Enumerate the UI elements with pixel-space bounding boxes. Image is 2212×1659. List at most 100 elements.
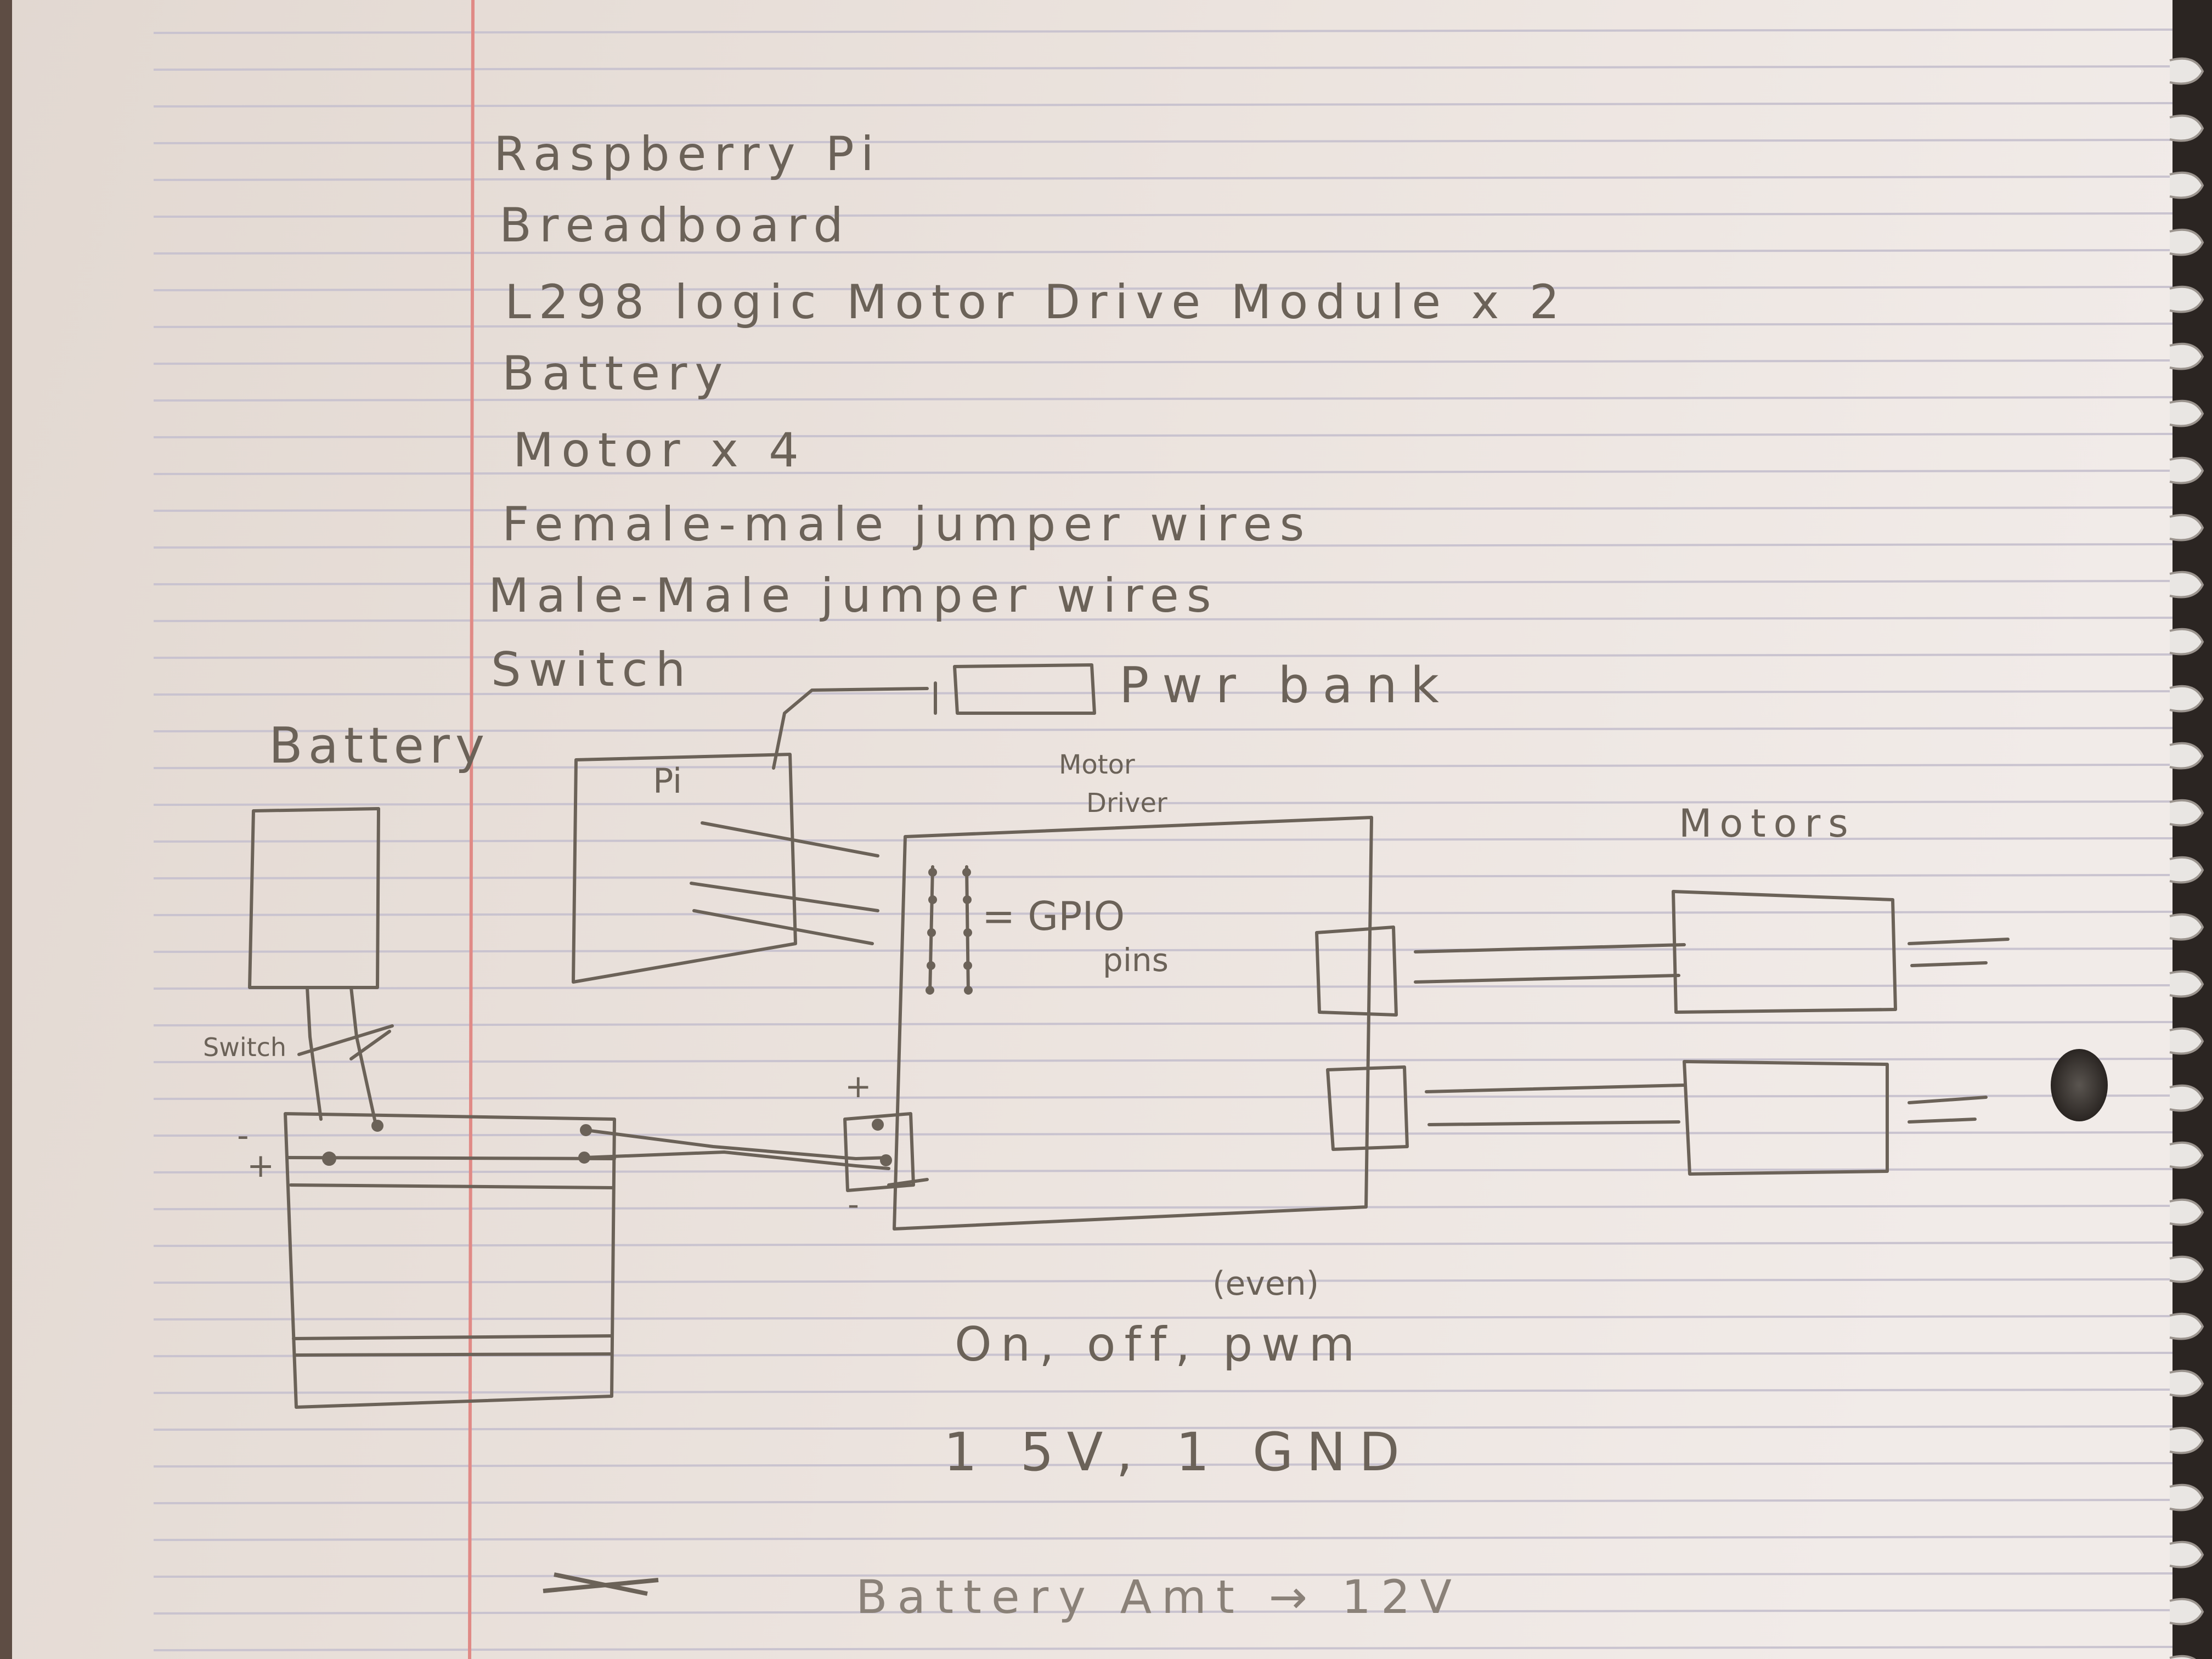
spiral-coil — [2169, 514, 2204, 541]
parts-list-item: Male-Male jumper wires — [488, 568, 1219, 623]
spiral-coil — [2169, 628, 2204, 656]
driver-minus-sign: - — [848, 1186, 859, 1223]
page-dark-edge-left — [0, 0, 12, 1659]
ruled-line — [153, 1609, 2173, 1615]
pi-gpio-wire — [692, 909, 874, 945]
breadboard-pin — [322, 1152, 336, 1166]
spiral-coil — [2169, 399, 2204, 427]
motor-driver-label: Motor — [1059, 749, 1135, 780]
margin-line — [468, 0, 475, 1659]
gpio-label: pins — [1103, 941, 1169, 979]
pi-gpio-wire — [701, 821, 879, 857]
spiral-coil — [2169, 228, 2204, 256]
spiral-coil — [2169, 685, 2204, 713]
ruled-line — [153, 1278, 2173, 1284]
notes: (even) On, off, pwm 1 5V, 1 GND Battery … — [543, 1265, 1462, 1624]
motor — [1683, 1060, 1889, 1176]
ruled-line — [153, 1021, 2173, 1026]
battery-label: Battery — [269, 717, 490, 775]
pi-label: Pi — [653, 761, 682, 801]
motor — [1672, 890, 1897, 1014]
spiral-coil — [2169, 913, 2204, 941]
spiral-coil — [2169, 114, 2204, 142]
ruled-line — [153, 800, 2173, 806]
spiral-coil — [2169, 456, 2204, 484]
parts-list-item: L298 logic Motor Drive Module x 2 — [505, 275, 1567, 330]
ruled-line — [153, 396, 2173, 402]
ruled-line — [153, 727, 2173, 732]
ruled-line — [153, 359, 2173, 365]
motor-shaft — [1910, 961, 1988, 967]
ruled-line — [153, 690, 2173, 696]
raspberry-pi — [572, 753, 797, 984]
spiral-coil — [2169, 970, 2204, 998]
driver-terminal-pin — [872, 1119, 884, 1131]
spiral-coil — [2169, 1312, 2204, 1340]
ruled-line — [153, 176, 2173, 181]
parts-list-item: Motor x 4 — [513, 423, 806, 478]
spiral-coil — [2169, 342, 2204, 370]
ruled-line — [153, 1315, 2173, 1321]
breadboard-plus-sign: + — [247, 1147, 274, 1185]
ruled-line — [153, 947, 2173, 953]
note-signals: On, off, pwm — [955, 1317, 1363, 1372]
driver-terminal-line — [887, 1178, 929, 1187]
spiral-binding — [2169, 57, 2204, 1659]
motors-label: Motors — [1679, 801, 1856, 846]
motor-output-terminal — [1315, 926, 1398, 1017]
ruled-line — [153, 911, 2173, 916]
spiral-coil — [2169, 1027, 2204, 1055]
parts-list-item: Female-male jumper wires — [502, 497, 1312, 552]
motor-wire — [1414, 943, 1686, 953]
battery-wire-a — [306, 986, 323, 1121]
ruled-line — [153, 102, 2173, 108]
spiral-coil — [2169, 1198, 2204, 1226]
motor-wire — [1414, 974, 1680, 984]
ruled-line — [153, 580, 2173, 585]
driver-plus-sign: + — [845, 1068, 872, 1105]
spiral-coil — [2169, 1426, 2204, 1454]
spiral-coil — [2169, 1084, 2204, 1112]
parts-list-item: Switch — [491, 642, 693, 697]
breadboard — [284, 1112, 616, 1409]
ruled-line — [153, 1572, 2173, 1578]
ruled-line — [153, 65, 2173, 71]
pi-power-cable — [772, 687, 929, 770]
note-power: 1 5V, 1 GND — [944, 1421, 1413, 1483]
breadboard-rail — [286, 1156, 616, 1160]
note-even: (even) — [1212, 1265, 1319, 1303]
note-battery: Battery Amt → 12V — [856, 1570, 1462, 1624]
breadboard-rail — [289, 1183, 615, 1189]
switch-symbol-b — [349, 1030, 391, 1060]
ruled-line — [153, 984, 2173, 990]
ruled-line — [153, 1499, 2173, 1504]
parts-list-item: Breadboard — [499, 198, 851, 253]
motor-shaft — [1908, 1096, 1988, 1104]
motor-shaft — [1908, 1118, 1977, 1124]
spiral-coil — [2169, 799, 2204, 827]
battery-symbol — [248, 807, 380, 989]
ruled-line — [153, 1389, 2173, 1394]
ruled-line — [153, 249, 2173, 255]
spiral-coil — [2169, 856, 2204, 884]
crossed-out-scribble — [554, 1572, 648, 1596]
gpio-label: = GPIO — [982, 893, 1125, 939]
ruled-line — [153, 1242, 2173, 1247]
ruled-line — [153, 653, 2173, 659]
spiral-coil — [2169, 571, 2204, 599]
spiral-coil — [2169, 1598, 2204, 1626]
ruled-line — [153, 1462, 2173, 1468]
driver-power-terminal — [843, 1112, 915, 1192]
power-wire — [584, 1128, 890, 1160]
parts-list: Raspberry Pi Breadboard L298 logic Motor… — [488, 127, 1567, 697]
ruled-line — [153, 470, 2173, 475]
parts-list-item: Battery — [502, 346, 730, 401]
ruled-line — [153, 286, 2173, 291]
ruled-line — [153, 433, 2173, 438]
spiral-coil — [2169, 1483, 2204, 1511]
spiral-coil — [2169, 57, 2204, 85]
motor-driver — [893, 816, 1373, 1231]
ruled-line — [153, 617, 2173, 622]
driver-terminal-pin — [880, 1154, 892, 1166]
ruled-line — [153, 506, 2173, 512]
